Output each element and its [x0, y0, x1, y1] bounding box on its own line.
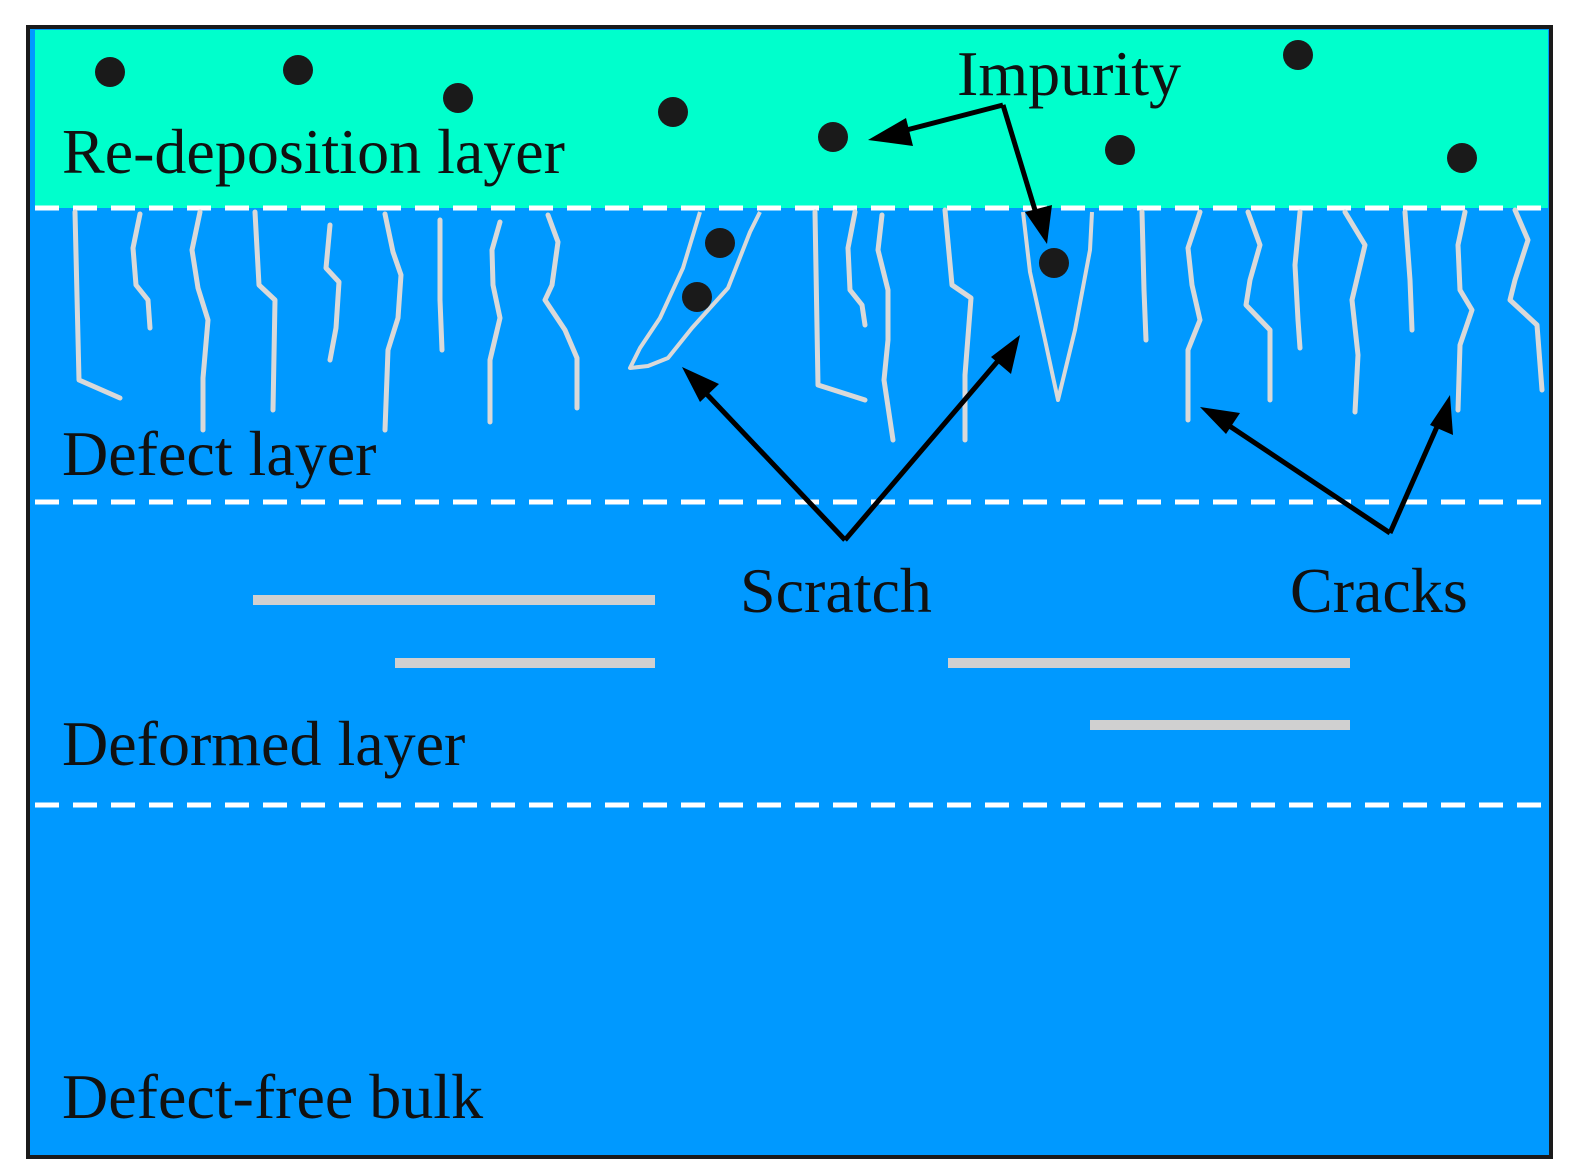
crack [1139, 209, 1149, 343]
impurity-particle [818, 122, 848, 152]
scratch-arrow-right [843, 353, 1005, 542]
impurity-particle [1039, 248, 1069, 278]
crack [542, 212, 580, 411]
redeposition-layer-label: Re-deposition layer [62, 116, 565, 187]
crack [1185, 209, 1203, 423]
scratch-arrowhead-left [682, 367, 719, 402]
crack [1342, 209, 1368, 415]
impurity-particle [705, 228, 735, 258]
cracks-arrowhead-left [1200, 407, 1240, 434]
crack [1292, 209, 1303, 351]
crack [437, 217, 445, 353]
impurity-arrow-left [894, 102, 1004, 136]
impurity-particle [1283, 40, 1313, 70]
deformation-lines [253, 595, 1350, 730]
impurity-particles [95, 40, 1477, 312]
impurity-callout-label: Impurity [957, 38, 1181, 109]
impurity-particle [682, 282, 712, 312]
scratch-right [1021, 211, 1094, 402]
impurity-arrowhead-down [1025, 205, 1052, 244]
impurity-arrowhead-left [868, 118, 913, 146]
defect-free-bulk-label: Defect-free bulk [62, 1061, 483, 1132]
crack [323, 222, 342, 363]
impurity-particle [443, 83, 473, 113]
scratch-arrow-left [698, 385, 847, 542]
crack [1455, 209, 1475, 413]
cracks-arrows [1200, 395, 1453, 536]
impurity-particle [1447, 143, 1477, 173]
crack [252, 209, 278, 413]
cracks-arrow-right [1387, 418, 1443, 535]
diagram-frame [26, 25, 1553, 1159]
crack [487, 219, 503, 425]
cracks-callout-label: Cracks [1290, 555, 1468, 626]
impurity-particle [283, 55, 313, 85]
cracks-arrow-left [1220, 418, 1392, 536]
crack [130, 211, 153, 331]
impurity-particle [95, 57, 125, 87]
impurity-arrow-down [1000, 104, 1041, 221]
scratch-arrowhead-right [991, 335, 1020, 374]
crack [189, 209, 211, 433]
crack [382, 211, 404, 433]
impurity-arrows [868, 102, 1052, 244]
scratch-callout-label: Scratch [740, 555, 932, 626]
cracks-arrowhead-right [1430, 395, 1453, 435]
impurity-particle [658, 97, 688, 127]
crack [1402, 209, 1415, 333]
scratch-arrows [682, 335, 1020, 542]
scratch-left [628, 211, 762, 370]
crack [875, 212, 896, 443]
deformed-layer-label: Deformed layer [62, 708, 465, 779]
crack [812, 209, 868, 403]
crack [72, 209, 123, 401]
crack [1243, 209, 1273, 403]
defect-layer-label: Defect layer [62, 418, 376, 489]
cracks-group [72, 207, 1545, 443]
impurity-particle [1105, 135, 1135, 165]
crack [1507, 207, 1545, 393]
crack [845, 209, 868, 328]
